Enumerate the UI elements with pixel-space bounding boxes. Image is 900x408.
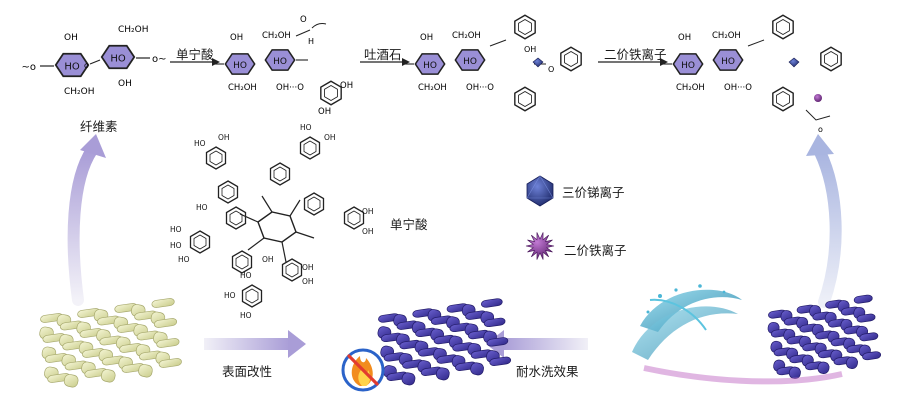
svg-text:OH: OH [262, 255, 274, 264]
svg-text:OH···O: OH···O [276, 83, 304, 93]
svg-text:OH: OH [230, 33, 243, 43]
svg-text:OH: OH [362, 227, 374, 236]
cellulose-structure: ~o o~ OH CH₂OH CH₂OH OH o [22, 25, 167, 97]
svg-text:OH: OH [218, 133, 230, 142]
svg-text:HO: HO [196, 203, 208, 212]
ferrous-legend-label: 二价铁离子 [564, 243, 627, 258]
ferrous-star-icon [525, 232, 555, 260]
surface-modification-arrow [204, 330, 306, 358]
svg-text:HO: HO [178, 255, 190, 264]
antimony-complex-structure: OH CH₂OH CH₂OH OH···O OH O [402, 14, 582, 112]
cycle-arrow-right [806, 134, 842, 308]
cellulose-tannic-structure: OH CH₂OH CH₂OH OH···O O H OH OH [212, 15, 353, 117]
svg-text:HO: HO [194, 139, 206, 148]
svg-text:CH₂OH: CH₂OH [228, 83, 257, 93]
iron-antimony-complex-structure: OH CH₂OH CH₂OH OH···O o [660, 14, 842, 134]
svg-text:o~: o~ [152, 54, 167, 65]
galloyl-units [189, 136, 365, 308]
tannic-acid-molecule [239, 195, 315, 263]
svg-text:CH₂OH: CH₂OH [452, 31, 481, 41]
flame-retardant-icon [341, 348, 385, 392]
svg-text:~o: ~o [22, 62, 37, 73]
svg-text:CH₂OH: CH₂OH [118, 25, 149, 35]
washed-fabric [767, 294, 882, 379]
ferrous-ion-marker [814, 94, 822, 102]
svg-text:OH: OH [324, 133, 336, 142]
svg-text:o: o [84, 61, 89, 70]
svg-text:OH: OH [340, 81, 353, 91]
tannic-acid-oh-labels: HO OH HO OH OH OH HO HO HO HO OH HO HO OH OH HO [170, 123, 374, 320]
svg-text:o: o [818, 125, 823, 134]
svg-text:OH: OH [302, 277, 314, 286]
water-splash-icon [632, 284, 843, 385]
wash-durability-label: 耐水洗效果 [516, 364, 579, 379]
svg-text:H: H [308, 37, 314, 46]
svg-text:HO: HO [170, 241, 182, 250]
antimony-octahedron-icon [526, 175, 554, 207]
surface-modification-label: 表面改性 [222, 364, 273, 379]
svg-text:HO: HO [240, 271, 252, 280]
treated-fabric [377, 298, 512, 386]
svg-text:OH: OH [318, 107, 331, 117]
antimony-legend-label: 三价锑离子 [562, 185, 625, 200]
svg-text:OH···O: OH···O [466, 83, 494, 93]
svg-text:OH: OH [362, 207, 374, 216]
svg-text:OH: OH [302, 263, 314, 272]
antimony-ion-marker [532, 57, 544, 68]
svg-text:OH: OH [420, 33, 433, 43]
svg-text:HO: HO [224, 291, 236, 300]
svg-text:O: O [300, 15, 307, 25]
svg-text:CH₂OH: CH₂OH [64, 87, 95, 97]
cellulose-label: 纤维素 [80, 119, 118, 134]
cycle-arrow-left [67, 134, 106, 306]
svg-text:OH···O: OH···O [724, 83, 752, 93]
svg-text:OH: OH [524, 45, 536, 54]
svg-text:HO: HO [240, 311, 252, 320]
tannic-acid-step-label: 单宁酸 [176, 47, 214, 62]
svg-text:HO: HO [300, 123, 312, 132]
ferrous-step-label: 二价铁离子 [604, 47, 667, 62]
svg-text:CH₂OH: CH₂OH [418, 83, 447, 93]
svg-text:CH₂OH: CH₂OH [262, 31, 291, 41]
svg-text:OH: OH [118, 79, 132, 89]
antimony-ion-marker-2 [788, 57, 800, 68]
svg-text:CH₂OH: CH₂OH [676, 83, 705, 93]
svg-text:OH: OH [678, 33, 691, 43]
svg-text:OH: OH [64, 33, 78, 43]
svg-text:O: O [548, 65, 554, 74]
untreated-fabric [39, 298, 182, 388]
svg-text:CH₂OH: CH₂OH [712, 31, 741, 41]
svg-text:HO: HO [170, 225, 182, 234]
tartar-emetic-step-label: 吐酒石 [364, 47, 402, 62]
tannic-acid-label: 单宁酸 [390, 217, 428, 232]
